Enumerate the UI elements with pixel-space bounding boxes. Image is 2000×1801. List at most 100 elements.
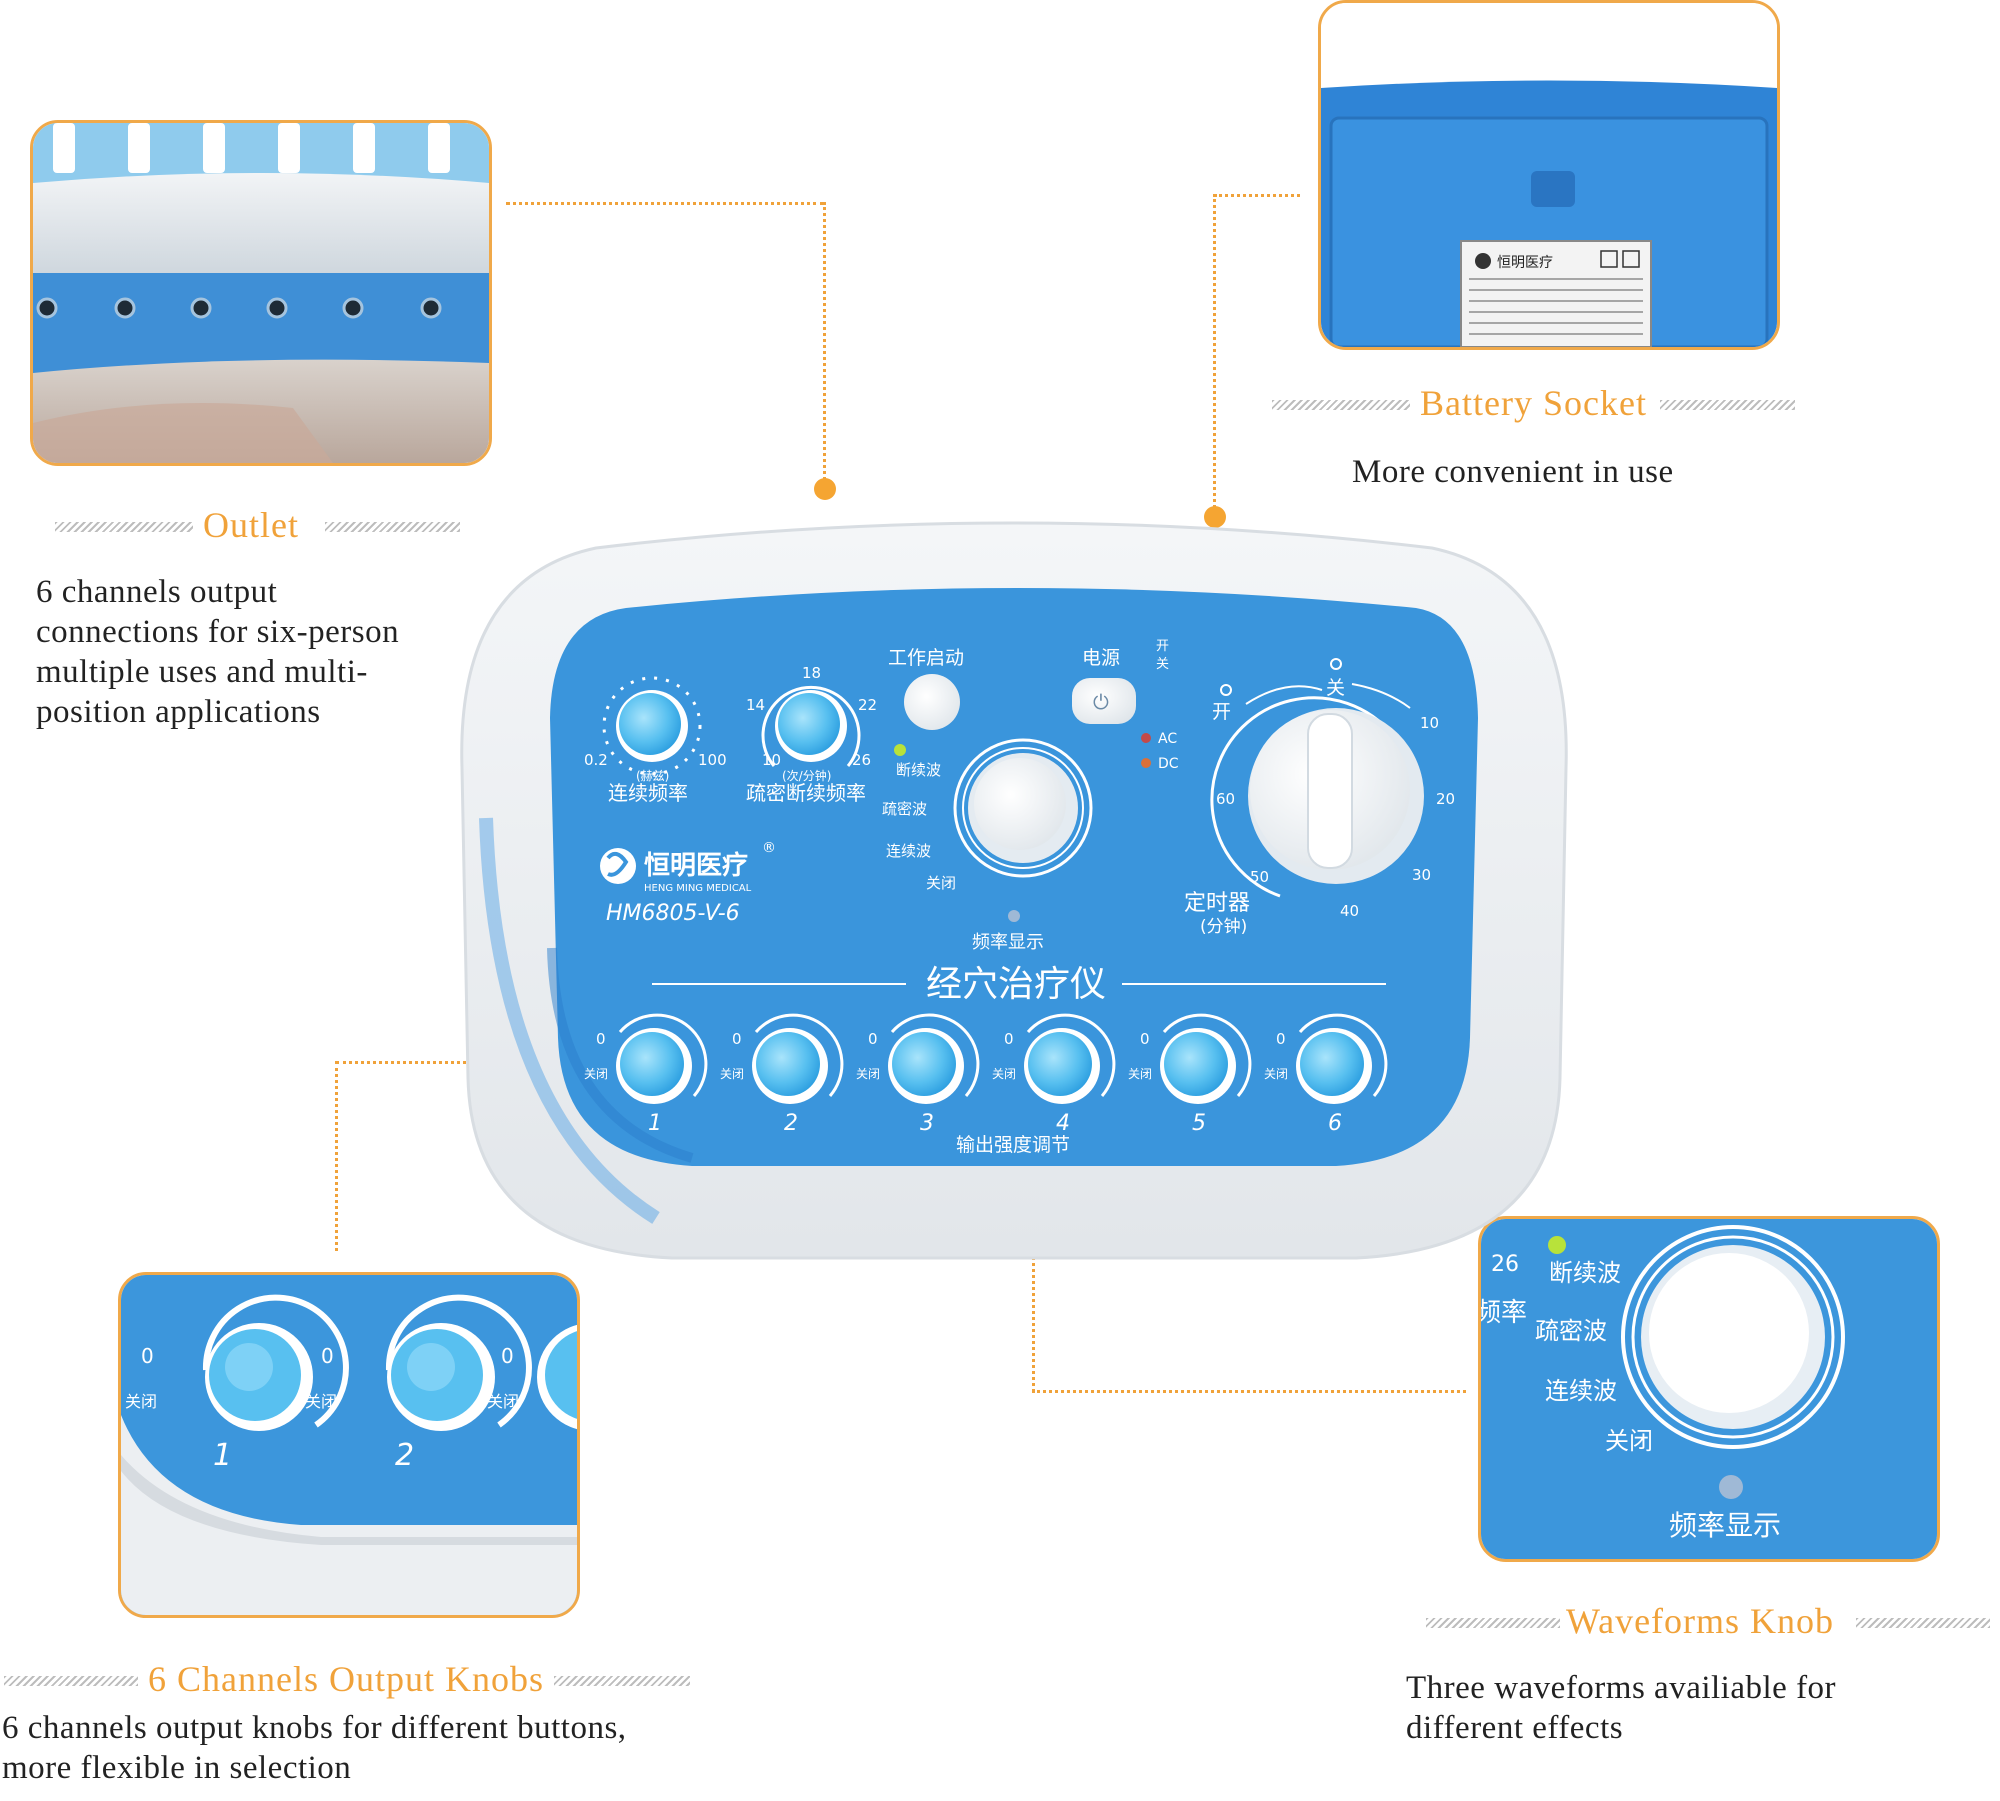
outlet-description: 6 channels output connections for six-pe… [36, 572, 506, 732]
battery-description: More convenient in use [1352, 454, 1674, 490]
timer-tick-40: 40 [1340, 902, 1359, 920]
start-label: 工作启动 [888, 647, 964, 669]
wave-zoom-freq: 频率 [1481, 1298, 1527, 1328]
start-button[interactable] [904, 674, 960, 730]
product-name: 经穴治疗仪 [926, 964, 1106, 1005]
zoom-knob-1: 0 关闭 1 [125, 1294, 349, 1473]
waveform-knob-image: 26 频率 断续波 疏密波 连续波 关闭 频率显示 [1481, 1219, 1937, 1559]
zoom-knob-1-number: 1 [213, 1438, 232, 1473]
outlet-photo-image [33, 123, 489, 463]
waveforms-title: Waveforms Knob [1566, 1601, 1835, 1641]
outlet-desc-line: position applications [36, 694, 321, 730]
dense-tick-14: 14 [746, 696, 765, 714]
channel-2-zero: 0 [732, 1030, 742, 1048]
channel-1-off: 关闭 [584, 1067, 608, 1081]
waveforms-description: Three waveforms availiable for different… [1406, 1668, 1966, 1748]
knobs-callout-v [335, 1061, 338, 1251]
outlet-desc-line: connections for six-person [36, 614, 400, 650]
waveform-opt-intermittent: 断续波 [896, 761, 941, 779]
dc-label: DC [1158, 756, 1179, 772]
wave-zoom-opt-4: 关闭 [1605, 1427, 1653, 1455]
cont-freq-unit: (赫兹) [636, 769, 669, 783]
outlet-title: Outlet [203, 505, 299, 545]
dense-tick-26: 26 [852, 751, 871, 769]
zoom-knob-2: 0 关闭 2 [305, 1294, 532, 1473]
knobs-title: 6 Channels Output Knobs [148, 1659, 544, 1699]
power-off-label: 关 [1156, 657, 1169, 672]
timer-tick-20: 20 [1436, 790, 1455, 808]
wave-zoom-tick: 26 [1491, 1252, 1519, 1277]
channel-5-knob[interactable] [1160, 1013, 1252, 1104]
wave-callout-h [1032, 1390, 1466, 1393]
battery-title: Battery Socket [1420, 383, 1647, 423]
brand-name-cn: 恒明医疗 [644, 850, 748, 881]
knobs-title-rule-right [554, 1676, 690, 1686]
power-button[interactable] [1072, 678, 1136, 724]
zoom-knob-2-zero: 0 [321, 1344, 334, 1368]
zoom-knob-2-number: 2 [395, 1438, 414, 1473]
power-label: 电源 [1082, 647, 1120, 669]
outlet-callout-pin [814, 478, 836, 500]
battery-socket-photo: 恒明医疗 [1318, 0, 1780, 350]
timer-tick-60: 60 [1216, 790, 1235, 808]
dense-freq-label: 疏密断续频率 [746, 781, 866, 805]
waveform-opt-continuous: 连续波 [886, 842, 931, 860]
continuous-frequency-knob[interactable] [602, 676, 702, 776]
waveforms-title-rule-left [1426, 1618, 1560, 1628]
freq-display-label: 频率显示 [972, 932, 1044, 953]
model-number: HM6805-V-6 [606, 901, 740, 926]
battery-label-brand: 恒明医疗 [1497, 255, 1553, 271]
outlet-desc-line: multiple uses and multi- [36, 654, 368, 690]
channel-3-zero: 0 [868, 1030, 878, 1048]
knobs-callout-h [336, 1061, 592, 1064]
channel-knobs-photo: 0 关闭 1 0 关闭 2 0 关闭 [118, 1272, 580, 1618]
channel-3-number: 3 [920, 1111, 934, 1136]
cont-freq-min: 0.2 [584, 751, 608, 769]
channel-6-off: 关闭 [1264, 1067, 1288, 1081]
waveform-opt-off: 关闭 [926, 874, 956, 892]
waveform-knob[interactable] [968, 753, 1078, 863]
battery-title-rule-left [1272, 400, 1410, 410]
therapy-device: 0.2 100 (赫兹) 连续频率 10 14 18 22 26 (次/分钟) … [456, 518, 1572, 1274]
channel-knobs-image: 0 关闭 1 0 关闭 2 0 关闭 [121, 1275, 577, 1615]
timer-knob[interactable] [1248, 708, 1424, 884]
channel-5-number: 5 [1192, 1111, 1206, 1136]
timer-tick-10: 10 [1420, 714, 1439, 732]
channel-3-knob[interactable] [888, 1013, 980, 1104]
timer-label: 定时器 [1184, 891, 1250, 916]
channel-1-knob[interactable] [616, 1013, 708, 1104]
waveforms-title-rule-right [1856, 1618, 1990, 1628]
zoom-knob-3-partial: 0 关闭 [487, 1324, 577, 1430]
zoom-knob-3-zero: 0 [501, 1344, 514, 1368]
registered-mark: ® [762, 840, 776, 856]
dense-frequency-knob[interactable] [761, 685, 861, 767]
channel-5-off: 关闭 [1128, 1067, 1152, 1081]
wave-zoom-opt-3: 连续波 [1545, 1377, 1617, 1405]
knobs-description: 6 channels output knobs for different bu… [2, 1708, 762, 1788]
zoom-knob-3-off: 关闭 [487, 1392, 519, 1411]
zoom-knob-2-off: 关闭 [305, 1392, 337, 1411]
channel-2-number: 2 [784, 1111, 798, 1136]
wave-zoom-opt-2: 疏密波 [1535, 1317, 1607, 1345]
brand-name-en: HENG MING MEDICAL [644, 883, 752, 894]
waveform-opt-dense: 疏密波 [882, 800, 927, 818]
channel-4-number: 4 [1056, 1111, 1070, 1136]
channel-5-zero: 0 [1140, 1030, 1150, 1048]
zoom-knob-1-off: 关闭 [125, 1392, 157, 1411]
knobs-desc-line: more flexible in selection [2, 1750, 352, 1786]
outlet-photo [30, 120, 492, 466]
channel-4-knob[interactable] [1024, 1013, 1116, 1104]
timer-unit: (分钟) [1200, 917, 1247, 937]
device-body: 0.2 100 (赫兹) 连续频率 10 14 18 22 26 (次/分钟) … [460, 521, 1568, 1260]
outlet-callout-h [506, 202, 824, 205]
timer-tick-30: 30 [1412, 866, 1431, 884]
battery-title-rule-right [1660, 400, 1795, 410]
waveforms-desc-line: different effects [1406, 1710, 1624, 1746]
dense-freq-unit: (次/分钟) [782, 768, 831, 783]
battery-callout-h [1214, 194, 1300, 197]
outlet-callout-v [823, 202, 826, 486]
dense-tick-22: 22 [858, 696, 877, 714]
channel-2-knob[interactable] [752, 1013, 844, 1104]
channel-6-knob[interactable] [1296, 1013, 1388, 1104]
channel-2-off: 关闭 [720, 1067, 744, 1081]
